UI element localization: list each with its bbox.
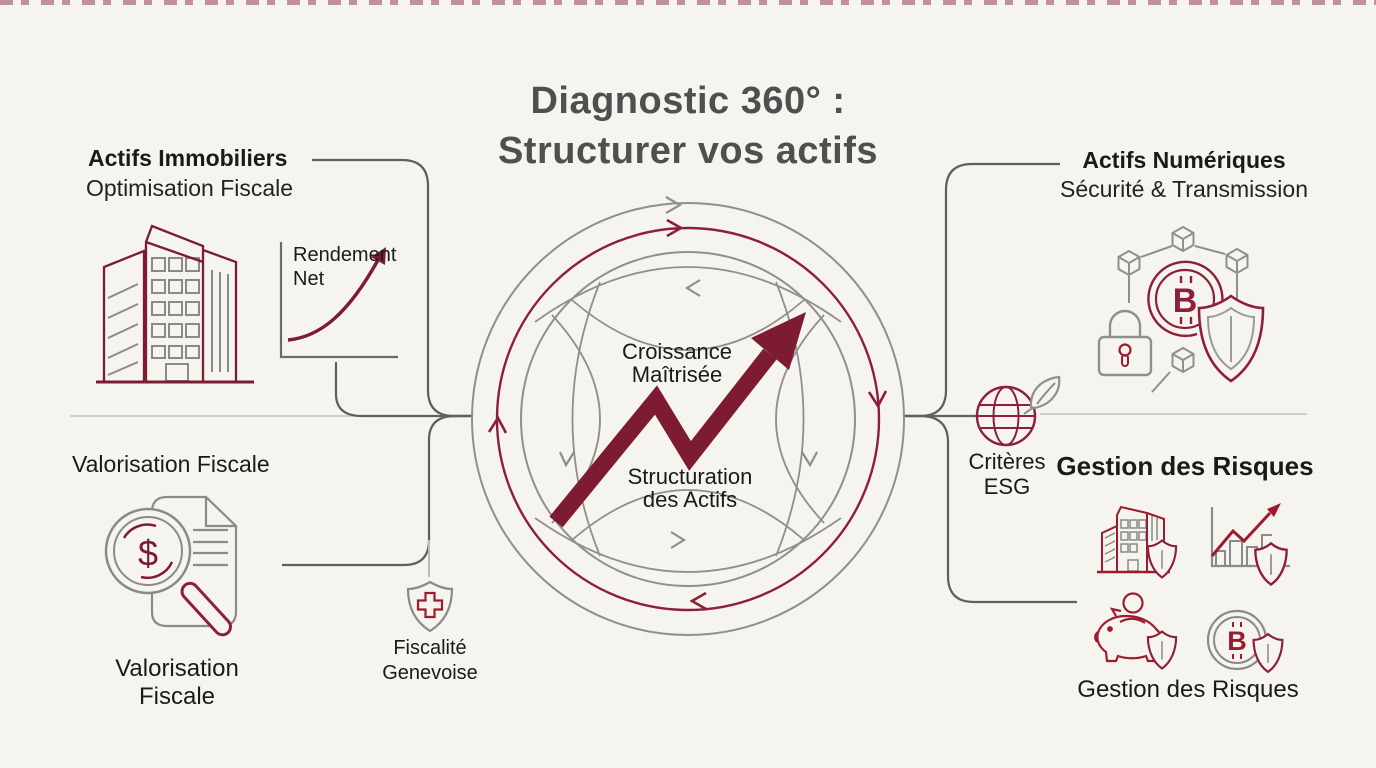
geneva-tax-caption-line2: Genevoise (382, 662, 478, 684)
asset-structuring-line2: des Actifs (642, 487, 738, 512)
globe-leaf-icon (975, 375, 1061, 447)
building-shield-icon (1097, 505, 1178, 579)
net-yield-chart-label: Rendement Net (293, 243, 396, 291)
top-border-artifact (0, 0, 1376, 5)
net-yield-label-line2: Net (293, 268, 325, 290)
esg-caption: Critères ESG (968, 449, 1045, 499)
digital-assets-subheading: Sécurité & Transmission (1060, 176, 1308, 202)
page-title-line1: Diagnostic 360° : (530, 80, 846, 122)
realestate-heading: Actifs Immobiliers (88, 145, 288, 171)
cycle-orbit-icon (471, 196, 905, 636)
valuation-caption-line1: Valorisation (115, 655, 239, 682)
magnifier-dollar-document-icon: $ (104, 495, 238, 637)
shield-icon (1197, 294, 1265, 383)
right-connector-lines (904, 162, 1077, 604)
dollar-sign: $ (138, 533, 158, 574)
realestate-subheading: Optimisation Fiscale (86, 175, 294, 201)
controlled-growth-line1: Croissance (621, 339, 733, 364)
geneva-tax-caption: Fiscalité Genevoise (382, 636, 478, 686)
asset-structuring-label: Structuration des Actifs (628, 465, 753, 511)
padlock-icon (1097, 309, 1153, 377)
digital-assets-heading: Actifs Numériques (1082, 147, 1286, 173)
risk-management-caption: Gestion des Risques (1077, 676, 1299, 703)
piggy-bank-shield-icon (1094, 592, 1178, 670)
growth-arrow-icon (549, 312, 806, 528)
geneva-tax-caption-line1: Fiscalité (393, 637, 467, 659)
building-icon (96, 224, 254, 384)
bitcoin-letter: B (1173, 282, 1198, 320)
valuation-caption: Valorisation Fiscale (115, 655, 239, 711)
net-yield-label-line1: Rendement (293, 244, 397, 266)
left-connector-lines (282, 158, 472, 567)
esg-caption-line2: ESG (983, 474, 1031, 499)
asset-structuring-line1: Structuration (627, 464, 753, 489)
valuation-caption-line2: Fiscale (138, 683, 216, 710)
esg-caption-line1: Critères (968, 449, 1046, 474)
chart-shield-icon (1210, 503, 1290, 586)
growth-chart-icon (279, 242, 398, 359)
swiss-shield-icon (406, 580, 454, 633)
bitcoin-letter: B (1227, 626, 1247, 656)
valuation-heading: Valorisation Fiscale (72, 451, 270, 477)
page-title: Diagnostic 360° : Structurer vos actifs (0, 76, 1376, 176)
controlled-growth-line2: Maîtrisée (631, 362, 723, 387)
risk-management-heading: Gestion des Risques (1056, 451, 1314, 481)
page-title-line2: Structurer vos actifs (497, 130, 879, 172)
horizontal-axis-line (70, 413, 1307, 417)
bitcoin-shield-icon: B (1206, 609, 1284, 673)
controlled-growth-label: Croissance Maîtrisée (622, 340, 732, 386)
